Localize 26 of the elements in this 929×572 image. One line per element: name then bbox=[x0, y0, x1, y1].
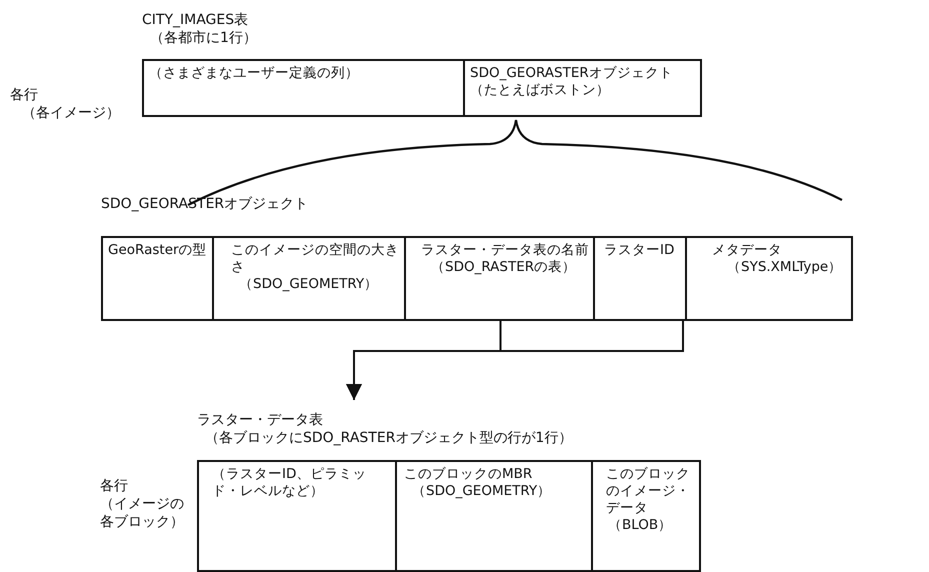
cell-text: （たとえばボストン） bbox=[470, 82, 610, 99]
row-label: 各行 bbox=[10, 86, 39, 104]
cell-text: （さまざまなユーザー定義の列） bbox=[149, 65, 359, 82]
cell-text: （SYS.XMLType） bbox=[727, 259, 842, 276]
row-label: （各イメージ） bbox=[22, 104, 121, 122]
cell-text: SDO_GEORASTERオブジェクト bbox=[470, 65, 673, 82]
cell-text: （BLOB） bbox=[608, 517, 672, 534]
row-label: 各行 bbox=[100, 477, 129, 495]
cell-text: メタデータ bbox=[712, 242, 782, 259]
cell-text: GeoRasterの型 bbox=[108, 242, 207, 259]
table-subtitle: （各ブロックにSDO_RASTERオブジェクト型の行が1行） bbox=[205, 430, 572, 447]
cell-text: （ラスターID、ピラミッド・レベルなど） bbox=[212, 466, 368, 500]
table-title: SDO_GEORASTERオブジェクト bbox=[101, 196, 308, 213]
table-subtitle: （各都市に1行） bbox=[150, 30, 257, 47]
cell-text: このブロックのイメージ・データ bbox=[606, 466, 691, 517]
cell-text: （SDO_GEOMETRY） bbox=[412, 483, 552, 500]
cell-text: （SDO_RASTERの表） bbox=[431, 259, 576, 276]
cell-text: このブロックのMBR bbox=[404, 466, 532, 483]
cell-text: このイメージの空間の大きさ bbox=[231, 242, 400, 276]
table-title: CITY_IMAGES表 bbox=[142, 12, 248, 29]
cell-text: （SDO_GEOMETRY） bbox=[239, 276, 378, 293]
cell-text: ラスターID bbox=[604, 242, 674, 259]
cell-text: ラスター・データ表の名前 bbox=[421, 242, 589, 259]
arrow bbox=[346, 319, 684, 400]
table-title: ラスター・データ表 bbox=[197, 412, 323, 429]
row-label: （イメージの各ブロック） bbox=[100, 495, 185, 531]
